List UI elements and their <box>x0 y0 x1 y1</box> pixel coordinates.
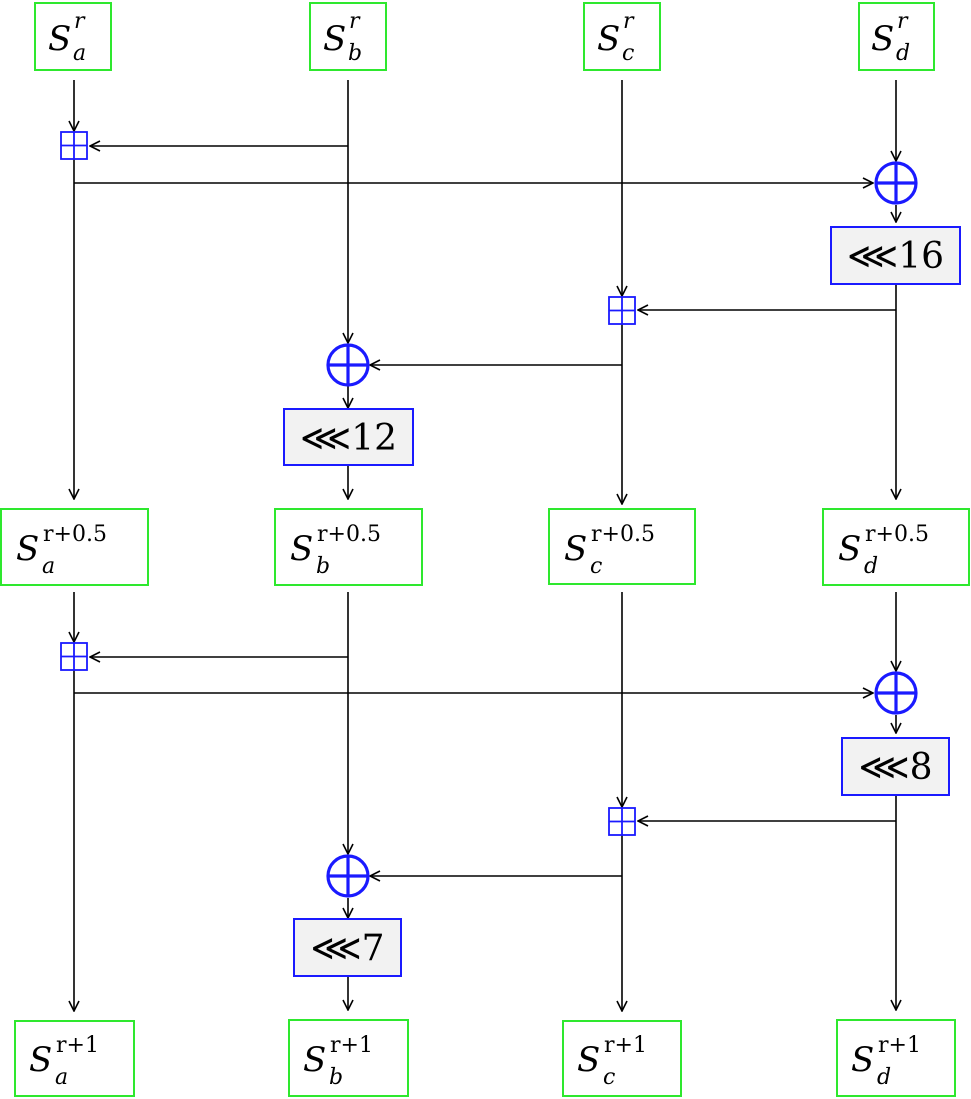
state-superscript: r+1 <box>330 1033 373 1058</box>
state-c-r-half: S r+0.5 c <box>548 508 696 585</box>
state-superscript: r+1 <box>604 1033 647 1058</box>
state-symbol: S <box>564 529 587 569</box>
state-symbol: S <box>871 19 894 59</box>
rotate-left-box-b: ⋘7 <box>293 918 402 977</box>
state-d-r: S r d <box>858 2 935 71</box>
state-b-r: S r b <box>309 2 387 71</box>
first-half-wiring <box>74 80 896 504</box>
state-superscript: r <box>349 9 361 34</box>
state-subscript: b <box>316 554 330 579</box>
state-d-r-plus-1: S r+1 d <box>836 1019 956 1097</box>
modular-add-icon <box>60 642 88 671</box>
state-symbol: S <box>303 1040 326 1080</box>
state-superscript: r+0.5 <box>865 522 929 547</box>
rotate-left-box-d: ⋘8 <box>841 737 950 796</box>
state-subscript: d <box>864 554 878 579</box>
state-symbol: S <box>48 19 71 59</box>
state-subscript: c <box>603 1065 615 1090</box>
state-symbol: S <box>851 1040 874 1080</box>
rotation-label: ⋘16 <box>847 236 944 277</box>
state-subscript: a <box>73 41 86 66</box>
state-a-r-plus-1: S r+1 a <box>14 1020 135 1097</box>
state-a-r: S r a <box>34 2 112 71</box>
state-subscript: b <box>329 1065 343 1090</box>
state-subscript: d <box>877 1065 891 1090</box>
state-subscript: c <box>590 554 602 579</box>
state-b-r-plus-1: S r+1 b <box>288 1019 409 1097</box>
state-superscript: r+1 <box>56 1033 99 1058</box>
rotation-label: ⋘8 <box>858 747 932 788</box>
state-superscript: r <box>623 9 635 34</box>
state-superscript: r <box>897 9 909 34</box>
xor-icon <box>874 161 918 205</box>
state-subscript: c <box>622 41 634 66</box>
state-subscript: a <box>55 1065 68 1090</box>
state-c-r-plus-1: S r+1 c <box>562 1020 682 1097</box>
state-symbol: S <box>290 529 313 569</box>
modular-add-icon <box>608 807 636 836</box>
rotate-left-box-d: ⋘16 <box>830 226 961 285</box>
state-superscript: r+0.5 <box>591 522 655 547</box>
state-symbol: S <box>323 19 346 59</box>
state-superscript: r+0.5 <box>43 522 107 547</box>
state-subscript: d <box>896 41 910 66</box>
rotation-label: ⋘12 <box>300 418 397 459</box>
state-superscript: r <box>74 9 86 34</box>
state-symbol: S <box>577 1040 600 1080</box>
state-subscript: a <box>42 554 55 579</box>
xor-icon <box>326 854 370 898</box>
state-b-r-half: S r+0.5 b <box>274 508 423 586</box>
state-subscript: b <box>348 41 362 66</box>
state-d-r-half: S r+0.5 d <box>822 508 970 586</box>
rotate-left-box-b: ⋘12 <box>283 408 414 466</box>
state-superscript: r+1 <box>878 1033 921 1058</box>
state-c-r: S r c <box>583 2 661 71</box>
modular-add-icon <box>60 131 88 160</box>
modular-add-icon <box>608 296 636 325</box>
state-a-r-half: S r+0.5 a <box>0 508 149 586</box>
state-symbol: S <box>838 529 861 569</box>
second-half-wiring <box>74 592 896 1011</box>
xor-icon <box>326 343 370 387</box>
rotation-label: ⋘7 <box>310 928 384 969</box>
state-superscript: r+0.5 <box>317 522 381 547</box>
xor-icon <box>874 671 918 715</box>
state-symbol: S <box>597 19 620 59</box>
state-symbol: S <box>16 529 39 569</box>
state-symbol: S <box>29 1040 52 1080</box>
